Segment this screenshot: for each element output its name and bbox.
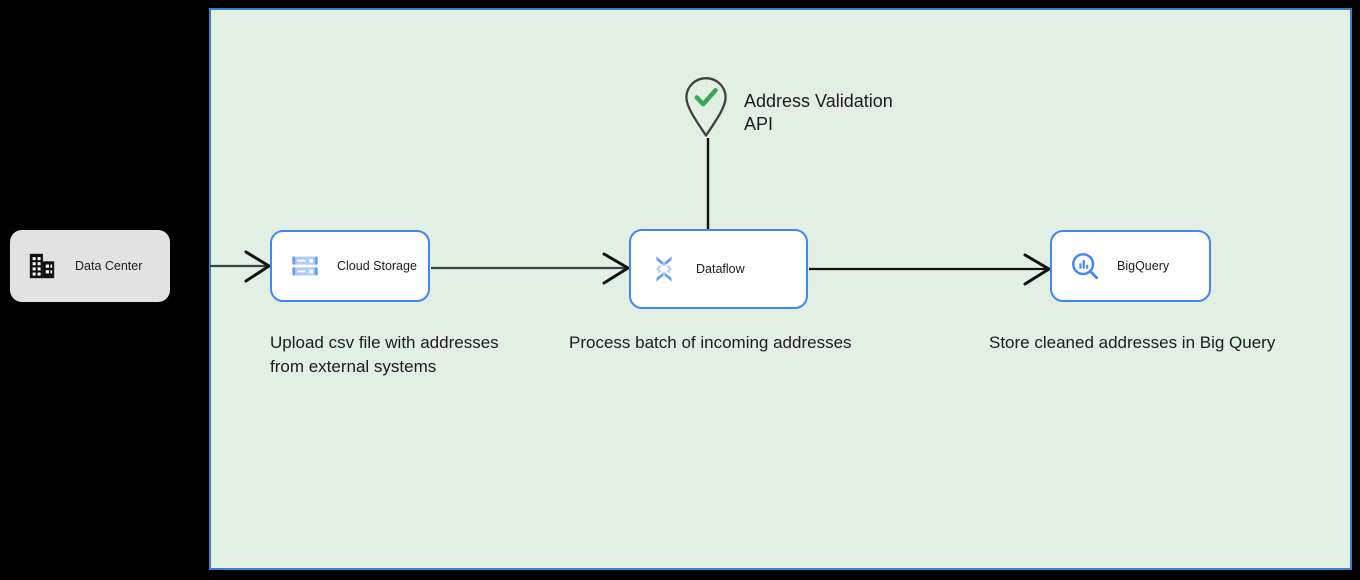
cloud-storage-icon bbox=[292, 256, 318, 276]
data-center-label: Data Center bbox=[75, 259, 143, 273]
dataflow-icon bbox=[656, 256, 672, 282]
map-pin-check-icon bbox=[685, 77, 727, 137]
node-address-validation-api[interactable]: Address Validation API bbox=[684, 76, 893, 138]
node-dataflow[interactable]: Dataflow bbox=[629, 229, 808, 309]
cloud-storage-label: Cloud Storage bbox=[337, 259, 417, 273]
node-data-center[interactable]: Data Center bbox=[10, 230, 170, 302]
caption-dataflow: Process batch of incoming addresses bbox=[569, 333, 852, 352]
bigquery-label: BigQuery bbox=[1117, 259, 1170, 273]
node-bigquery[interactable]: BigQuery bbox=[1050, 230, 1211, 302]
node-cloud-storage[interactable]: Cloud Storage bbox=[270, 230, 430, 302]
dataflow-label: Dataflow bbox=[696, 262, 745, 276]
caption-cloud-storage: Upload csv file with addresses from exte… bbox=[270, 333, 499, 376]
address-validation-api-label: Address Validation API bbox=[744, 91, 893, 134]
caption-bigquery: Store cleaned addresses in Big Query bbox=[989, 333, 1276, 352]
building-icon bbox=[29, 253, 55, 279]
bigquery-icon bbox=[1072, 253, 1099, 280]
